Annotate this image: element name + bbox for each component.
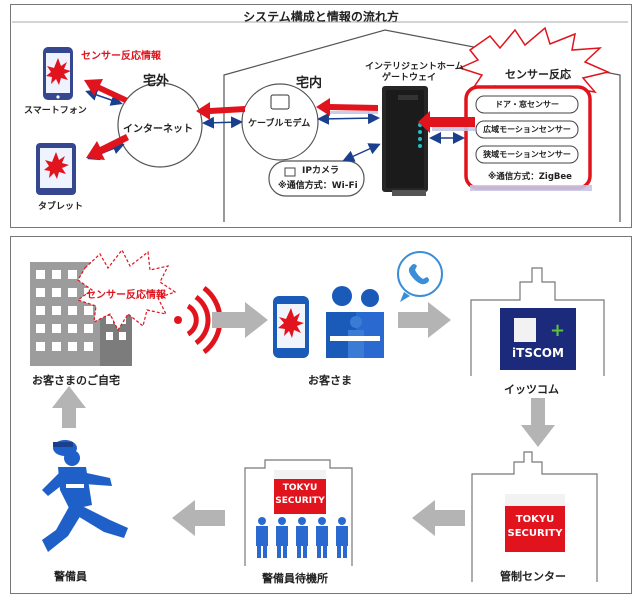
standby-building: [244, 459, 353, 566]
phone-call-bubble: [397, 251, 443, 302]
arrow-standby-to-guard: [172, 500, 225, 536]
guard-label: 警備員: [54, 570, 87, 583]
sensor-door-window: ドア・窓センサー: [495, 100, 559, 109]
standby-logo-line1: TOKYU: [282, 483, 318, 493]
internet-circle: [117, 82, 203, 168]
standby-logo-line2: SECURITY: [275, 496, 325, 506]
outside-label: 宅外: [143, 74, 170, 89]
sensor-burst-label: センサー反応: [505, 68, 571, 81]
top-diagram-graphics: [12, 21, 628, 222]
itscom-building: +: [470, 267, 605, 376]
camera-label-1: IPカメラ: [302, 166, 339, 176]
control-center-building: [471, 451, 598, 582]
gateway-label-1: インテリジェントホーム: [365, 62, 464, 72]
arrow-control-to-standby: [412, 500, 465, 536]
home-alert-burst: [76, 248, 177, 332]
arrow-customer-to-itscom: [398, 302, 451, 338]
tablet-device: [36, 143, 76, 195]
gateway-device: [382, 86, 428, 196]
modem-label: ケーブルモデム: [248, 119, 311, 129]
internet-label: インターネット: [123, 124, 193, 135]
itscom-label: イッツコム: [504, 383, 559, 396]
arrow-guard-to-home: [52, 386, 86, 428]
diagram-title: システム構成と情報の流れ方: [243, 10, 399, 24]
sensor-wide-motion: 広域モーションセンサー: [483, 125, 571, 134]
smartphone-alert-label: センサー反応情報: [81, 51, 161, 62]
tablet-label: タブレット: [38, 202, 84, 212]
svg-text:+: +: [550, 320, 565, 341]
home-label: お客さまのご自宅: [32, 374, 120, 387]
sensor-narrow-motion: 狭域モーションセンサー: [483, 150, 571, 159]
itscom-logo-text: iTSCOM: [512, 346, 564, 360]
smartphone-device: [43, 47, 73, 100]
running-guard-figure: [42, 440, 128, 552]
inside-label: 宅内: [296, 76, 323, 91]
gateway-label-2: ゲートウェイ: [382, 73, 437, 83]
control-label: 管制センター: [500, 570, 566, 583]
customer-figure: [273, 286, 384, 358]
control-logo-line2: SECURITY: [507, 528, 563, 539]
home-alert-label: センサー反応情報: [86, 290, 166, 301]
smartphone-label: スマートフォン: [24, 106, 87, 116]
arrow-home-to-customer: [212, 302, 268, 338]
standby-label: 警備員待機所: [262, 572, 328, 585]
customer-label: お客さま: [308, 374, 352, 387]
arrow-itscom-to-control: [521, 398, 555, 447]
camera-label-2: ※通信方式：Wi-Fi: [278, 181, 358, 191]
control-logo-line1: TOKYU: [515, 514, 555, 525]
sensor-comm-label: ※通信方式：ZigBee: [488, 172, 572, 182]
